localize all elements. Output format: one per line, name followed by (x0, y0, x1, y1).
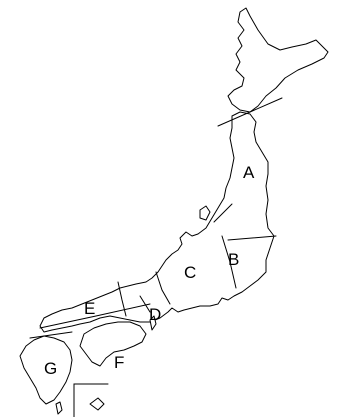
boundary-chugoku-shikoku (39, 303, 151, 329)
boundary-chubu-kinki (155, 271, 171, 305)
boundary-tohoku-chubu (213, 203, 233, 223)
region-label-a: A (243, 163, 255, 182)
inset-island (89, 397, 105, 411)
region-label-e: E (84, 299, 95, 318)
boundary-chubu-kanto (221, 235, 237, 289)
shikoku-island (79, 321, 147, 367)
sado-island (199, 205, 211, 221)
boundary-chugoku-kyushu (29, 331, 73, 339)
boundary-kinki-chugoku (117, 281, 127, 317)
honshu-island (39, 111, 275, 333)
boundary-hokkaido-tohoku (217, 97, 283, 127)
region-label-b: B (228, 250, 239, 269)
region-label-c: C (184, 263, 196, 282)
awaji-island (149, 315, 157, 331)
region-label-f: F (114, 353, 124, 372)
region-label-d: D (149, 305, 161, 324)
region-label-g: G (44, 359, 57, 378)
boundary-kinki-inner (139, 295, 151, 313)
kyushu-island (19, 335, 73, 405)
boundary-tohoku-kanto (227, 235, 277, 241)
southern-islet (55, 401, 63, 415)
inset-frame (73, 383, 109, 417)
hokkaido-island (227, 7, 329, 113)
